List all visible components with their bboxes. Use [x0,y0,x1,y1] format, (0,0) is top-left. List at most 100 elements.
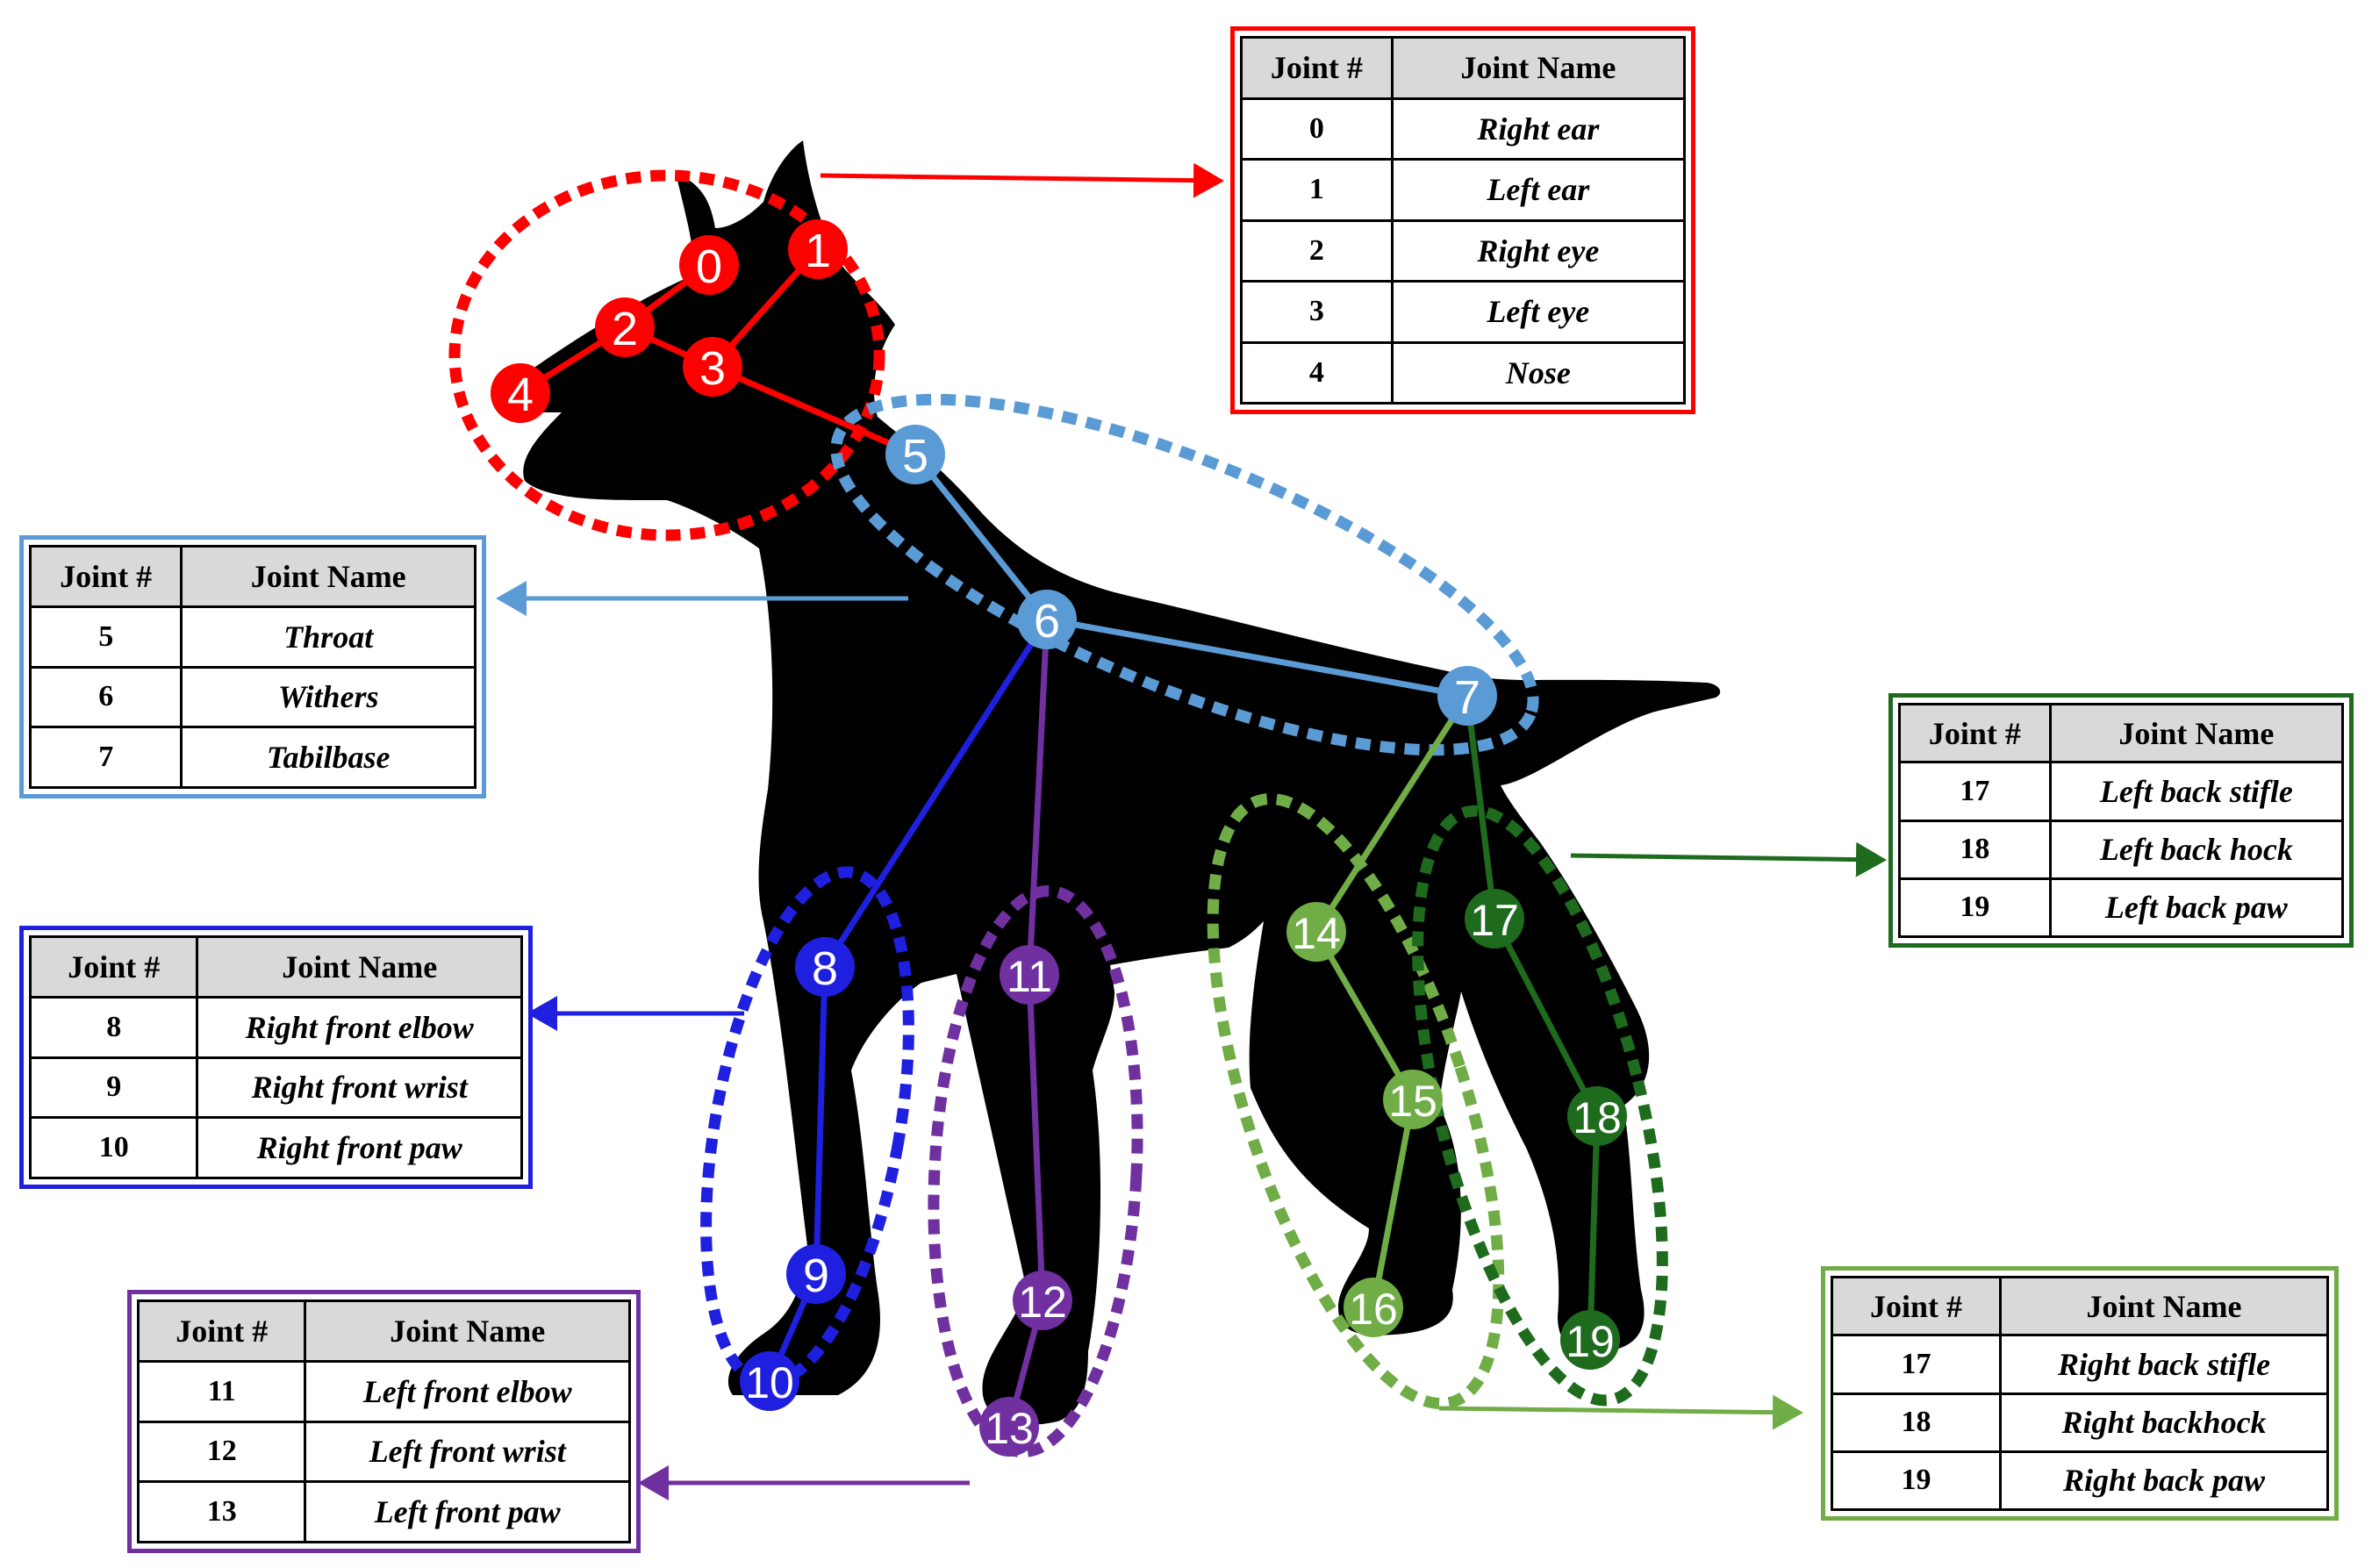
right-front-leg-region-ellipse [700,866,914,1389]
joint-name-cell: Right backhock [1999,1392,2329,1453]
joint-name-cell: Left front wrist [304,1420,631,1484]
table-header-row: Joint #Joint Name [1898,702,2345,764]
joint-marker [1344,1278,1403,1337]
joint-number-label: 15 [1388,1077,1437,1126]
joint-name-cell: Right ear [1390,97,1687,161]
joint-marker [491,363,550,423]
joint-number-cell: 18 [1830,1392,2003,1453]
joint-marker [788,219,848,279]
left-back-table-arrow [1570,841,1887,877]
joint-node-16: 16 [1344,1278,1403,1337]
joint-number-label: 0 [696,240,722,293]
joint-number-header: Joint # [136,1300,307,1363]
left-back-leg-region-ellipse [1412,805,1668,1407]
right-back-leg-region-ellipse [1207,792,1505,1410]
joint-node-12: 12 [1013,1271,1072,1330]
joint-node-19: 19 [1560,1310,1620,1370]
bone-6-8 [822,618,1050,969]
joint-number-header: Joint # [1240,36,1394,100]
joint-number-label: 2 [612,303,638,355]
head-table-arrow [820,162,1224,198]
joint-name-cell: Left back paw [2048,877,2345,939]
joint-node-17: 17 [1465,889,1524,949]
joint-number-cell: 18 [1898,819,2052,880]
joint-number-cell: 7 [28,726,183,789]
joint-name-cell: Throat [180,605,477,669]
joint-node-8: 8 [795,937,855,997]
joint-number-label: 11 [1007,952,1052,1001]
joint-node-13: 13 [979,1397,1039,1457]
joint-name-header: Joint Name [304,1300,631,1363]
bone-8-9 [813,966,828,1275]
joint-number-label: 7 [1454,671,1480,724]
joint-number-label: 3 [699,342,726,395]
table-header-row: Joint #Joint Name [28,935,523,999]
joint-number-label: 12 [1018,1278,1067,1327]
joint-marker [786,1244,846,1304]
joint-name-cell: Left back hock [2048,819,2345,880]
table-header-row: Joint #Joint Name [28,545,477,608]
joint-marker [1560,1310,1620,1370]
joint-marker [1383,1070,1443,1129]
joint-node-18: 18 [1567,1086,1627,1146]
joint-number-cell: 3 [1240,280,1394,344]
joint-number-header: Joint # [28,935,199,999]
joint-name-header: Joint Name [1999,1275,2329,1337]
joint-number-label: 13 [985,1404,1034,1453]
joint-marker [1013,1271,1072,1330]
joint-marker [1286,902,1346,962]
joint-marker [679,235,739,295]
joint-node-0: 0 [679,235,739,295]
joint-name-header: Joint Name [1390,36,1687,100]
joint-number-cell: 19 [1830,1450,2003,1512]
bone-18-19 [1587,1115,1601,1341]
joint-marker [979,1397,1039,1457]
joint-number-label: 4 [507,369,534,421]
joint-marker [595,297,655,357]
joint-number-label: 9 [803,1249,829,1302]
joint-number-cell: 12 [136,1420,307,1484]
joint-number-label: 6 [1034,595,1060,648]
spine-region-ellipse [830,393,1539,756]
joint-number-cell: 17 [1830,1334,2003,1395]
table-header-row: Joint #Joint Name [136,1300,631,1363]
joint-number-label: 17 [1470,896,1519,945]
joint-number-label: 5 [902,430,928,483]
joint-node-1: 1 [788,219,848,279]
bone-3-5 [711,363,917,458]
joint-number-label: 8 [812,942,838,995]
joint-number-cell: 11 [136,1359,307,1423]
joint-name-cell: Left eye [1390,280,1687,344]
table-header-row: Joint #Joint Name [1240,36,1687,100]
joint-name-cell: Left front paw [304,1480,631,1543]
joint-number-cell: 6 [28,665,183,729]
joint-marker [740,1351,799,1411]
bone-5-6 [913,452,1050,622]
bone-7-17 [1464,695,1498,920]
joint-marker [885,425,945,484]
bone-7-14 [1314,694,1470,934]
joint-number-cell: 2 [1240,218,1394,283]
joint-name-cell: Right front paw [196,1116,523,1179]
joint-number-label: 18 [1573,1093,1622,1142]
joint-number-header: Joint # [28,545,183,608]
joint-name-cell: Right back stifle [1999,1334,2329,1395]
joint-number-label: 19 [1566,1317,1615,1366]
